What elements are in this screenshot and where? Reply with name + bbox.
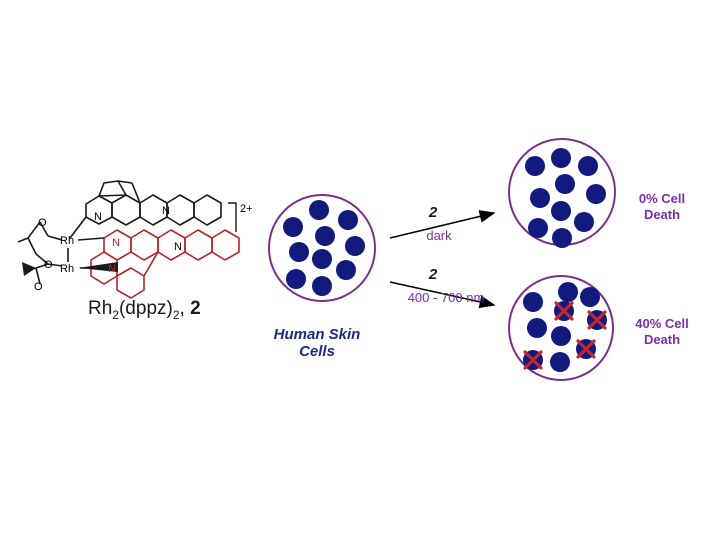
dead-cell-cross-icon: [576, 339, 596, 359]
charge-label: 2+: [240, 203, 253, 215]
compound-name: Rh2(dppz)2, 2: [88, 298, 258, 322]
initial-cell: [286, 269, 306, 289]
dead-cell-cross-icon: [587, 310, 607, 330]
atom-n-2: N: [162, 205, 170, 217]
dark-arrow-compound: 2: [428, 204, 438, 221]
light-death-line1: 40% Cell: [635, 316, 689, 331]
light-death-line2: Death: [643, 332, 681, 347]
atom-n-3: N: [174, 241, 182, 253]
dark-result-cell: [578, 156, 598, 176]
dark-result-cell: [552, 228, 572, 248]
dark-arrow: [389, 210, 496, 239]
initial-cell: [345, 236, 365, 256]
dppz-ligand-lower: [90, 229, 240, 299]
initial-cell: [338, 210, 358, 230]
dead-cell-cross-icon: [523, 350, 543, 370]
initial-cell: [289, 242, 309, 262]
initial-cell: [283, 217, 303, 237]
atom-rh-lower: Rh: [60, 263, 74, 275]
compound-name-sub2: 2: [172, 307, 180, 322]
light-result-cell: [580, 287, 600, 307]
initial-cell: [312, 276, 332, 296]
light-result-cell: [527, 318, 547, 338]
light-cell-death-label: 40% Cell Death: [620, 316, 704, 348]
light-arrow-compound: 2: [428, 266, 438, 283]
dead-cell-cross-icon: [554, 301, 574, 321]
compound-number: 2: [190, 298, 201, 319]
skin-label-line1: Human Skin: [273, 326, 361, 343]
light-result-cells: [523, 282, 607, 372]
compound-name-prefix: Rh: [88, 298, 113, 319]
dark-result-cell: [555, 174, 575, 194]
dark-death-line1: 0% Cell: [638, 191, 686, 206]
dark-result-cell: [551, 201, 571, 221]
compound-name-sub: 2: [112, 307, 119, 322]
rh2-dppz2-structure: Rh Rh O O O N N N N N 2+: [17, 180, 253, 299]
light-result-cell: [558, 282, 578, 302]
compound-name-sep: ,: [179, 298, 191, 319]
dark-result-cells: [525, 148, 606, 248]
dark-death-line2: Death: [643, 207, 681, 222]
atom-o-3: O: [34, 281, 43, 293]
dark-arrow-condition: dark: [426, 228, 452, 243]
initial-cell: [315, 226, 335, 246]
initial-cells: [283, 200, 365, 296]
dark-result-cell: [574, 212, 594, 232]
light-result-cell: [551, 326, 571, 346]
dark-result-cell: [586, 184, 606, 204]
dppz-ligand-upper: [69, 180, 222, 239]
light-result-cell: [550, 352, 570, 372]
skin-label-line2: Cells: [299, 343, 335, 360]
atom-o-2: O: [44, 259, 53, 271]
atom-rh-upper: Rh: [60, 235, 74, 247]
dark-result-cell: [551, 148, 571, 168]
compound-name-mid: (dppz): [118, 298, 173, 319]
light-arrow-condition: 400 - 700 nm: [407, 290, 485, 305]
initial-cell: [312, 249, 332, 269]
human-skin-cells-label: Human Skin Cells: [262, 326, 372, 360]
atom-n-1: N: [94, 211, 102, 223]
dark-result-cell: [530, 188, 550, 208]
dark-cell-death-label: 0% Cell Death: [620, 191, 704, 223]
dark-result-cell: [528, 218, 548, 238]
light-result-cell: [523, 292, 543, 312]
light-arrow: [389, 281, 496, 309]
atom-n-5: N: [108, 263, 116, 275]
wedge-bond-acetate: [22, 262, 36, 276]
initial-cell: [336, 260, 356, 280]
charge-bracket: [228, 202, 237, 232]
dark-result-cell: [525, 156, 545, 176]
atom-o-1: O: [38, 217, 47, 229]
wedge-bond: [78, 262, 118, 272]
initial-cell: [309, 200, 329, 220]
atom-n-4: N: [112, 237, 120, 249]
